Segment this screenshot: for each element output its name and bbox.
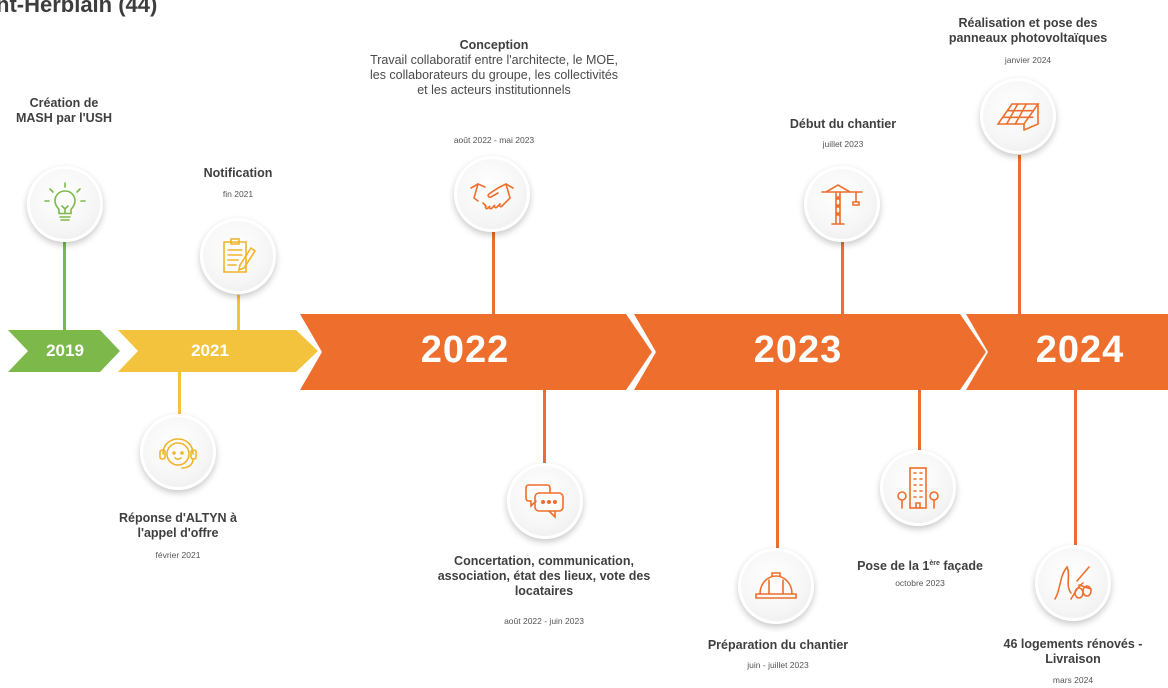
- conception-icon-circle: [454, 156, 530, 232]
- concertation-title: Concertation, communication, association…: [437, 554, 651, 598]
- year-label-2022: 2022: [420, 329, 510, 371]
- conception-description: Travail collaboratif entre l'architecte,…: [369, 53, 619, 97]
- connector-line: [1074, 390, 1077, 545]
- connector-line: [237, 295, 240, 330]
- facade-title-end: façade: [939, 559, 983, 574]
- crane-icon: [821, 184, 863, 225]
- connector-line: [63, 240, 66, 330]
- segment-2024: [966, 314, 1168, 390]
- connector-line: [776, 390, 779, 548]
- hard-hat-icon: [755, 572, 797, 599]
- preparation-icon-circle: [738, 548, 814, 624]
- segment-2022: [300, 314, 652, 390]
- ribbon-scissors-icon: [1054, 565, 1092, 600]
- notification-date: fin 2021: [222, 189, 254, 199]
- facade-title-start: Pose de la 1: [857, 559, 930, 574]
- preparation-date: juin - juillet 2023: [747, 660, 809, 670]
- solar-panel-icon: [996, 103, 1040, 131]
- conception-title: Conception: [459, 38, 529, 52]
- year-label-2019: 2019: [46, 341, 84, 360]
- creation-title: Création de MASH par l'USH: [15, 96, 113, 125]
- reponse-date: février 2021: [155, 550, 201, 560]
- panneaux-date: janvier 2024: [1004, 55, 1052, 65]
- panneaux-title: Réalisation et pose des panneaux photovo…: [948, 16, 1108, 45]
- segment-2023: [634, 314, 986, 390]
- creation-icon-circle: [27, 166, 103, 242]
- debut-date: juillet 2023: [822, 139, 864, 149]
- livraison-icon-circle: [1035, 545, 1111, 621]
- debut-icon-circle: [804, 166, 880, 242]
- building-icon: [897, 467, 939, 509]
- livraison-date: mars 2024: [1052, 675, 1094, 685]
- conception-block: Conception Travail collaboratif entre l'…: [368, 38, 620, 98]
- panneaux-icon-circle: [980, 78, 1056, 154]
- reponse-title: Réponse d'ALTYN à l'appel d'offre: [118, 511, 238, 540]
- debut-title: Début du chantier: [789, 117, 897, 131]
- facade-icon-circle: [880, 450, 956, 526]
- notification-icon-circle: [200, 218, 276, 294]
- year-label-2021: 2021: [191, 341, 229, 360]
- page-title: nt-Herblain (44): [0, 0, 158, 17]
- connector-line: [492, 228, 495, 314]
- connector-line: [543, 390, 546, 465]
- concertation-icon-circle: [507, 463, 583, 539]
- concertation-date: août 2022 - juin 2023: [504, 616, 584, 626]
- year-label-2024: 2024: [1035, 329, 1125, 371]
- speech-bubbles-icon: [525, 484, 564, 519]
- lightbulb-icon: [44, 182, 86, 221]
- facade-date: octobre 2023: [895, 578, 945, 588]
- conception-date: août 2022 - mai 2023: [453, 135, 535, 145]
- connector-line: [1018, 155, 1021, 314]
- facade-title-superscript: ère: [929, 560, 940, 567]
- handshake-icon: [470, 183, 514, 210]
- year-label-2023: 2023: [753, 329, 843, 371]
- headset-icon: [159, 438, 197, 469]
- facade-title: Pose de la 1ère façade: [842, 556, 998, 574]
- notification-title: Notification: [203, 166, 273, 180]
- connector-line: [918, 390, 921, 450]
- connector-line: [178, 372, 181, 417]
- connector-line: [841, 240, 844, 314]
- document-pencil-icon: [223, 238, 257, 273]
- livraison-title: 46 logements rénovés - Livraison: [1003, 637, 1143, 666]
- reponse-icon-circle: [140, 414, 216, 490]
- segment-2021: [118, 330, 318, 372]
- preparation-title: Préparation du chantier: [707, 638, 849, 652]
- segment-2019: [8, 330, 120, 372]
